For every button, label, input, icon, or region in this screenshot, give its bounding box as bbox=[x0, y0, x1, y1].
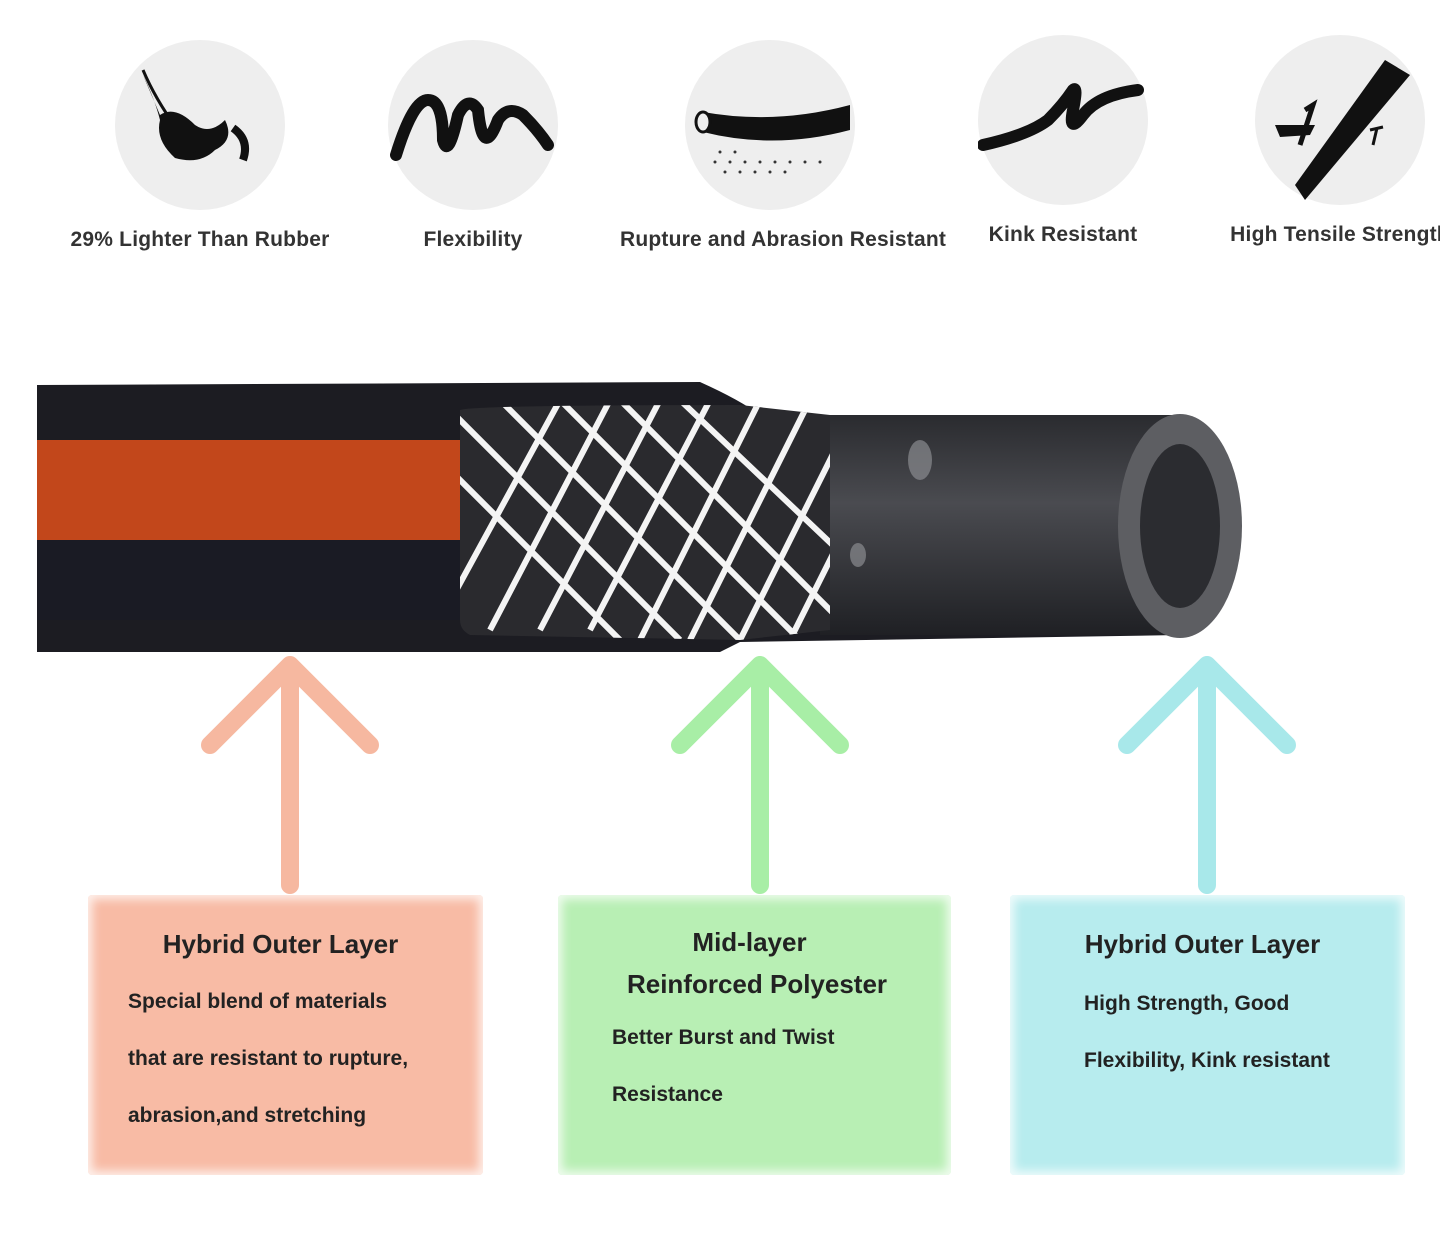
feature-lighter: 29% Lighter Than Rubber bbox=[50, 40, 350, 252]
arrow-up-icon bbox=[671, 656, 849, 894]
feature-tensile: High Tensile Strength bbox=[1190, 35, 1440, 247]
hose-abrasion-icon bbox=[685, 40, 855, 210]
mid-layer-card: Mid-layer Reinforced Polyester Better Bu… bbox=[558, 895, 951, 1175]
card-title: Mid-layer bbox=[692, 927, 807, 957]
hose-bore bbox=[1140, 444, 1220, 608]
card-text: Special blend of materials bbox=[128, 990, 388, 1013]
card-text: that are resistant to rupture, bbox=[128, 1047, 409, 1070]
card-text: abrasion,and stretching bbox=[128, 1104, 367, 1127]
card-title: Hybrid Outer Layer bbox=[1084, 929, 1321, 959]
feature-label: 29% Lighter Than Rubber bbox=[70, 228, 330, 251]
arrow-up-icon bbox=[1118, 656, 1296, 894]
feature-label: Kink Resistant bbox=[988, 223, 1138, 246]
arrow-up-icon bbox=[201, 656, 379, 894]
card-title: Reinforced Polyester bbox=[626, 969, 888, 999]
card-text: High Strength, Good bbox=[1084, 992, 1290, 1015]
water-droplet bbox=[908, 440, 932, 480]
card-text: Flexibility, Kink resistant bbox=[1084, 1049, 1330, 1072]
card-body: High Strength, Good Flexibility, Kink re… bbox=[1010, 975, 1405, 1089]
hose-lower-band bbox=[37, 540, 467, 620]
polyester-mesh-layer bbox=[460, 405, 830, 640]
feature-kink: Kink Resistant bbox=[913, 35, 1213, 247]
card-body: Special blend of materials that are resi… bbox=[88, 973, 483, 1144]
hose-orange-stripe bbox=[37, 440, 467, 540]
card-text: Better Burst and Twist bbox=[612, 1026, 835, 1049]
card-text: Resistance bbox=[612, 1083, 723, 1106]
card-body: Better Burst and Twist Resistance bbox=[558, 1009, 951, 1123]
outer-layer-card-2: Hybrid Outer Layer High Strength, Good F… bbox=[1010, 895, 1405, 1175]
feature-label: High Tensile Strength bbox=[1230, 223, 1440, 246]
wavy-hose-icon bbox=[388, 40, 558, 210]
water-droplet bbox=[850, 543, 866, 567]
outer-layer-card: Hybrid Outer Layer Special blend of mate… bbox=[88, 895, 483, 1175]
hose-cutaway-illustration bbox=[37, 382, 1242, 652]
feature-label: Flexibility bbox=[423, 228, 523, 251]
feature-rupture: Rupture and Abrasion Resistant bbox=[620, 40, 947, 252]
feature-flexibility: Flexibility bbox=[323, 40, 623, 252]
kinked-hose-icon bbox=[978, 35, 1148, 205]
feather-icon bbox=[115, 40, 285, 210]
feature-label: Rupture and Abrasion Resistant bbox=[620, 228, 947, 251]
card-title: Hybrid Outer Layer bbox=[162, 929, 399, 959]
tensile-strength-icon bbox=[1255, 35, 1425, 205]
